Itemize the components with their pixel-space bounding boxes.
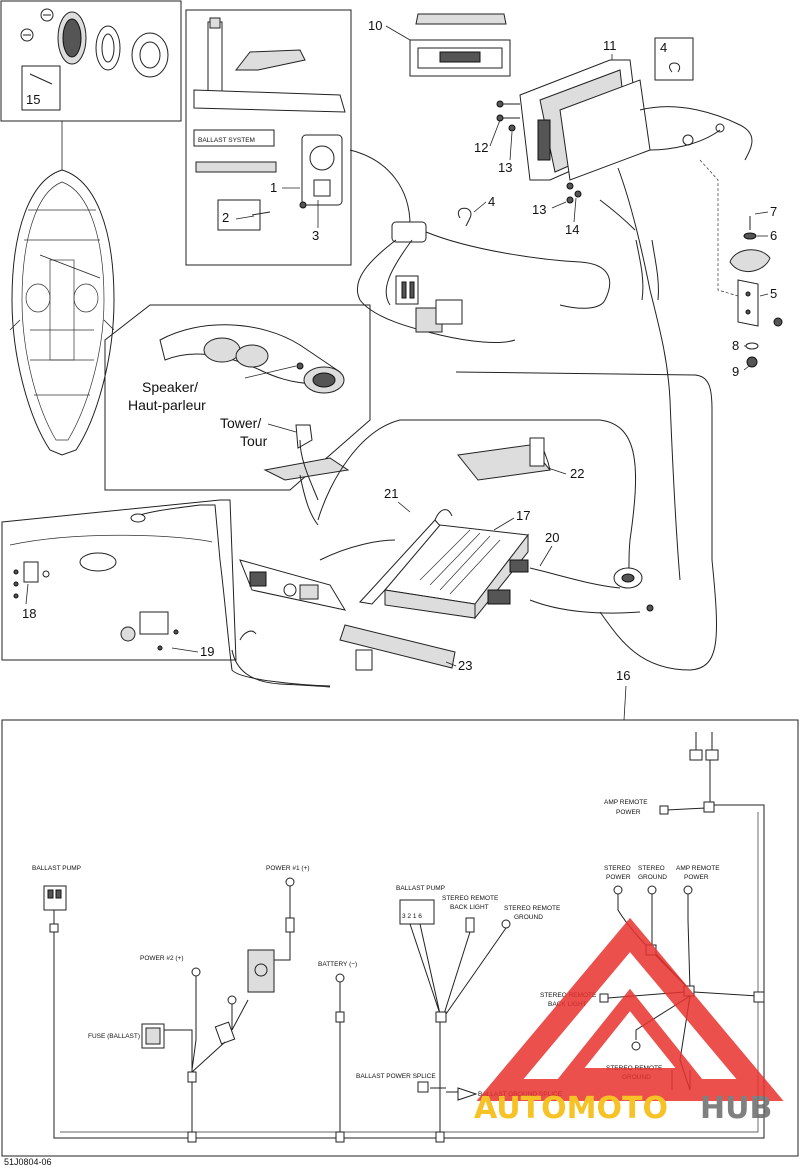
callout-3: 3 <box>312 228 319 243</box>
wiring-schematic: AMP REMOTE POWER STEREO POWER STEREO GRO… <box>32 732 765 1143</box>
label-tower: Tower/ <box>220 415 261 431</box>
inset-control-panel: BALLAST SYSTEM 2 1 3 <box>185 9 352 266</box>
callout-4b: 4 <box>660 40 667 55</box>
wire-stereo-ground-1: STEREO <box>638 865 665 872</box>
callout-9: 9 <box>732 364 739 379</box>
wire-amp-remote-power-2: POWER <box>684 874 709 881</box>
callout-1: 1 <box>270 180 277 195</box>
callout-4: 4 <box>488 194 495 209</box>
svg-text:BALLAST SYSTEM: BALLAST SYSTEM <box>198 137 255 144</box>
watermark-text-b: HUB <box>700 1091 772 1126</box>
item-15-box <box>21 65 61 111</box>
wiring-harness-upper: 4 <box>349 149 681 581</box>
callout-13: 13 <box>498 160 512 175</box>
wire-ballast-power-splice: BALLAST POWER SPLICE <box>356 1073 436 1080</box>
wire-ballast-pump-center: BALLAST PUMP <box>396 885 445 892</box>
wire-battery: BATTERY (−) <box>318 961 357 968</box>
wire-power2: POWER #2 (+) <box>140 955 184 962</box>
wire-stereo-remote-ground-2: GROUND <box>514 914 543 921</box>
callout-8: 8 <box>732 338 739 353</box>
callout-19: 19 <box>200 644 214 659</box>
label-tower-fr: Tour <box>240 433 268 449</box>
wire-amp-remote-power-top-2: POWER <box>616 809 641 816</box>
callout-2: 2 <box>222 210 229 225</box>
callout-16-group: 16 <box>599 559 718 721</box>
label-speaker: Speaker/ <box>142 379 198 395</box>
wire-power1: POWER #1 (+) <box>266 865 310 872</box>
wire-fuse-ballast: FUSE (BALLAST) <box>88 1033 140 1040</box>
callout-15: 15 <box>26 92 40 107</box>
callout-7: 7 <box>770 204 777 219</box>
wire-stereo-power-1: STEREO <box>604 865 631 872</box>
harness-loop <box>299 371 713 579</box>
callout-14: 14 <box>565 222 579 237</box>
watermark-text-a: AUTOMOTO <box>474 1091 668 1126</box>
wire-amp-remote-power-top-1: AMP REMOTE <box>604 799 648 806</box>
inset-remote: 18 19 <box>1 499 331 687</box>
wire-stereo-power-2: POWER <box>606 874 631 881</box>
inset-tower-speakers: Speaker/ Haut-parleur Tower/ Tour <box>104 304 371 501</box>
wire-stereo-remote-back-light-1: STEREO REMOTE <box>442 895 499 902</box>
automotohub-watermark: AUTOMOTO HUB <box>474 917 784 1126</box>
callout-13b: 13 <box>532 202 546 217</box>
remote-module <box>231 539 396 688</box>
callout-22: 22 <box>570 466 584 481</box>
drawing-code: 51J0804-06 <box>4 1157 52 1167</box>
stereo-housing: 11 4 12 13 13 14 <box>474 37 753 237</box>
callout-16: 16 <box>616 668 630 683</box>
mount-bracket: 7 6 5 8 9 <box>699 159 783 379</box>
callout-10: 10 <box>368 18 382 33</box>
callout-11: 11 <box>603 38 617 53</box>
wire-ballast-pump-left: BALLAST PUMP <box>32 865 81 872</box>
callout-20: 20 <box>545 530 559 545</box>
wire-amp-remote-power-1: AMP REMOTE <box>676 865 720 872</box>
callout-17: 17 <box>516 508 530 523</box>
callout-6: 6 <box>770 228 777 243</box>
schematic-frame <box>1 719 799 1157</box>
wire-stereo-remote-ground-1: STEREO REMOTE <box>504 905 561 912</box>
callout-5: 5 <box>770 286 777 301</box>
boat-top-view <box>9 121 115 456</box>
svg-text:3 2 1 6: 3 2 1 6 <box>402 913 422 920</box>
callout-18: 18 <box>22 606 36 621</box>
callout-21: 21 <box>384 486 398 501</box>
stereo-head-unit: 10 <box>368 13 511 77</box>
amplifier-assembly: 22 21 17 23 20 <box>339 437 654 673</box>
callout-23: 23 <box>458 658 472 673</box>
wire-stereo-ground-2: GROUND <box>638 874 667 881</box>
label-speaker-fr: Haut-parleur <box>128 397 206 413</box>
wire-stereo-remote-back-light-2: BACK LIGHT <box>450 904 489 911</box>
callout-12: 12 <box>474 140 488 155</box>
inset-speaker-mount: 15 <box>0 0 182 122</box>
